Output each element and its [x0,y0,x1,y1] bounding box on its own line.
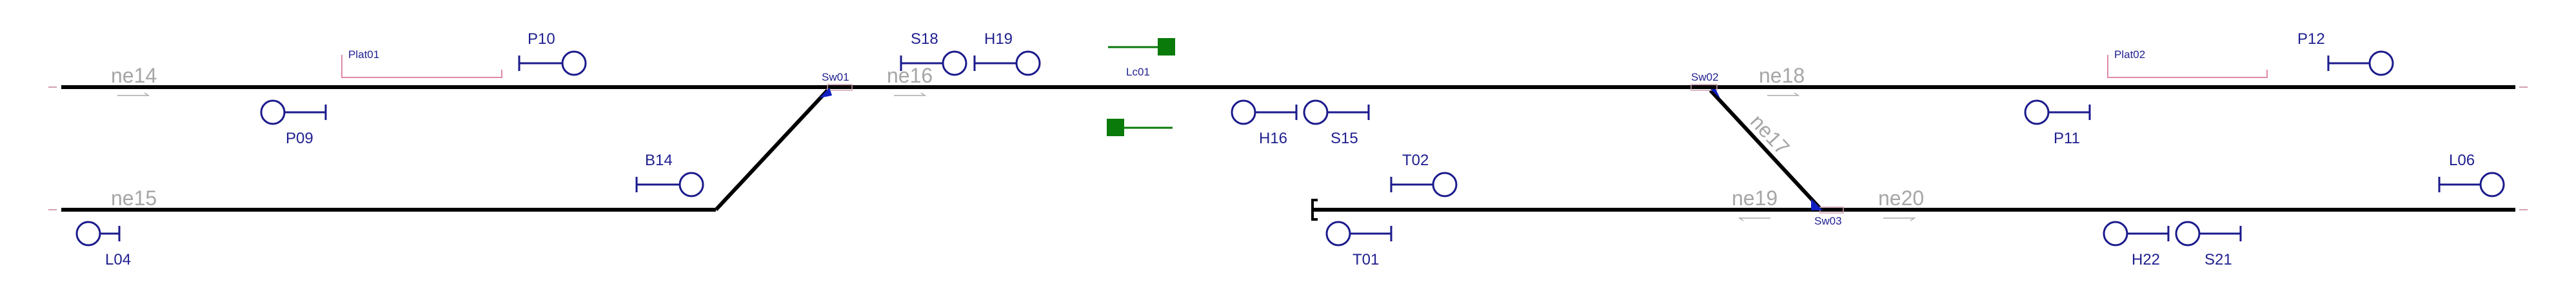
signal-label-t01: T01 [1352,251,1379,268]
level-crossing-label: Lc01 [1126,66,1150,78]
signal-t01: T01 [1325,221,1392,268]
track-name-ne20: ne20 [1878,186,1924,210]
signal-label-s21: S21 [2204,251,2232,268]
signal-p11: P11 [2024,99,2091,147]
signal-label-s18: S18 [911,30,938,48]
signal-l06: L06 [2438,152,2505,197]
switch-sw03: Sw03 [1811,199,1844,227]
signal-label-b14: B14 [645,152,673,169]
signal-b14: B14 [635,152,704,197]
signal-h16: H16 [1231,99,1298,147]
track-name-ne15: ne15 [111,186,157,210]
signal-h22: H22 [2103,221,2170,268]
direction-arrows [117,92,1916,221]
signal-h19: H19 [973,30,1041,76]
signal-label-h19: H19 [984,30,1013,48]
signal-label-p09: P09 [286,130,313,147]
signal-s18: S18 [900,30,967,76]
switch-sw02: Sw02 [1690,71,1721,99]
signal-label-l04: L04 [105,251,131,268]
platform-plat01: Plat01 [341,48,502,78]
signal-p12: P12 [2297,30,2394,76]
track-name-ne19: ne19 [1732,186,1778,210]
switch-label-sw02: Sw02 [1691,71,1719,83]
end-marks [48,86,2528,210]
track-ne17 [1709,88,1822,210]
buffer-stop [1311,199,1318,221]
signal-label-s15: S15 [1331,130,1358,147]
signal-s15: S15 [1303,99,1370,147]
signal-label-p12: P12 [2297,30,2325,48]
switch-label-sw01: Sw01 [822,71,849,83]
track-crossover-left [714,88,829,212]
signal-label-l06: L06 [2449,152,2475,169]
switch-sw01: Sw01 [819,71,853,98]
signal-label-h16: H16 [1259,130,1287,147]
track-name-ne18: ne18 [1759,64,1805,87]
signal-t02: T02 [1390,152,1458,197]
signal-p10: P10 [518,30,587,76]
signal-label-p11: P11 [2054,130,2080,147]
switch-label-sw03: Sw03 [1814,215,1842,227]
platform-label-plat02: Plat02 [2114,48,2145,61]
signal-p09: P09 [260,99,327,147]
signal-s21: S21 [2175,221,2242,268]
level-crossing-lc01: Lc01 [1107,38,1175,136]
signal-label-p10: P10 [528,30,555,48]
signal-label-h22: H22 [2132,251,2160,268]
platform-label-plat01: Plat01 [348,48,379,61]
signal-l04: L04 [75,221,131,268]
track-name-ne16: ne16 [887,64,933,87]
track-name-ne14: ne14 [111,64,157,87]
platform-plat02: Plat02 [2107,48,2268,78]
signal-label-t02: T02 [1402,152,1429,169]
